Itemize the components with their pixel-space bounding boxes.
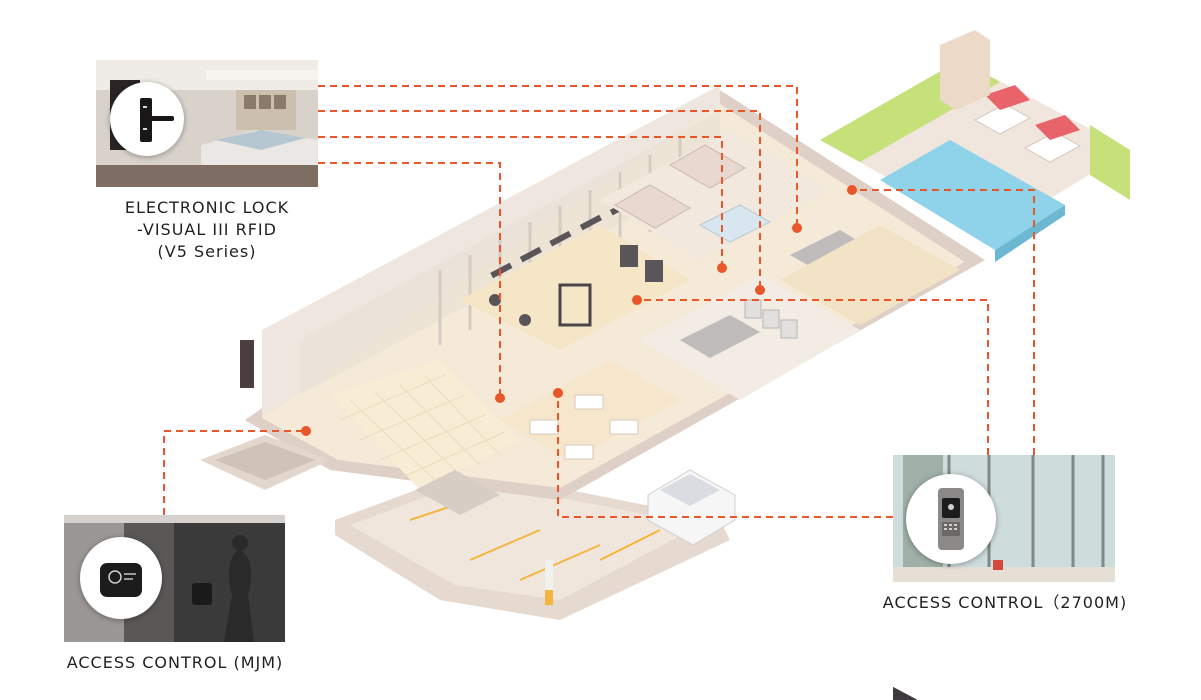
- stairwell: [415, 470, 500, 515]
- tv: [893, 686, 923, 700]
- electronic-lock-label: ELECTRONIC LOCK -VISUAL III RFID (V5 Ser…: [96, 197, 318, 263]
- 2700m-connector-2: [637, 299, 989, 455]
- lock-connector-1: [318, 85, 798, 228]
- electronic-lock-label-line-3: (V5 Series): [157, 242, 257, 261]
- lock-connector-2: [318, 110, 761, 290]
- lock-connector-3: [318, 136, 723, 268]
- washing-machines: [744, 299, 798, 339]
- glass-doors-photo: [893, 455, 1115, 582]
- beds: [613, 144, 772, 243]
- pool-shower: [940, 30, 990, 110]
- device-location-dot: [632, 295, 642, 305]
- kitchen-counters: [680, 230, 870, 358]
- device-location-dot: [792, 223, 802, 233]
- lobby-tiles: [339, 374, 506, 486]
- dining-tables: [529, 394, 639, 460]
- device-location-dot: [717, 263, 727, 273]
- 2700m-connector-1: [557, 393, 893, 518]
- card-reader-icon: [80, 537, 162, 619]
- kitchen-floor: [640, 275, 860, 400]
- bedroom-photo: [96, 60, 318, 187]
- electronic-lock-label-line-1: ELECTRONIC LOCK: [124, 198, 290, 217]
- device-location-dot: [847, 185, 857, 195]
- access-2700m-label-line-1: ACCESS CONTROL（2700M): [882, 593, 1128, 612]
- mjm-connector: [163, 430, 306, 515]
- access-mjm-label: ACCESS CONTROL (MJM): [40, 652, 310, 674]
- dining-floor: [500, 360, 680, 462]
- swimming-pool: [880, 140, 1065, 250]
- parked-car: [647, 469, 736, 546]
- device-location-dot: [755, 285, 765, 295]
- device-location-dot: [495, 393, 505, 403]
- device-location-dot: [553, 388, 563, 398]
- wall-reader-icon: [906, 474, 996, 564]
- access-2700m-label: ACCESS CONTROL（2700M): [855, 592, 1155, 614]
- door-lock-icon: [110, 82, 184, 156]
- electronic-lock-label-line-2: -VISUAL III RFID: [137, 220, 277, 239]
- 2700m-connector-3: [852, 189, 1035, 455]
- parking-post: [545, 560, 553, 605]
- lock-connector-4: [318, 162, 501, 398]
- entrance-photo: [64, 515, 285, 642]
- bedroom-floor: [600, 130, 830, 260]
- access-mjm-label-line-1: ACCESS CONTROL (MJM): [66, 653, 284, 672]
- hotel-sign: [240, 340, 254, 388]
- sun-loungers: [973, 85, 1082, 163]
- device-location-dot: [301, 426, 311, 436]
